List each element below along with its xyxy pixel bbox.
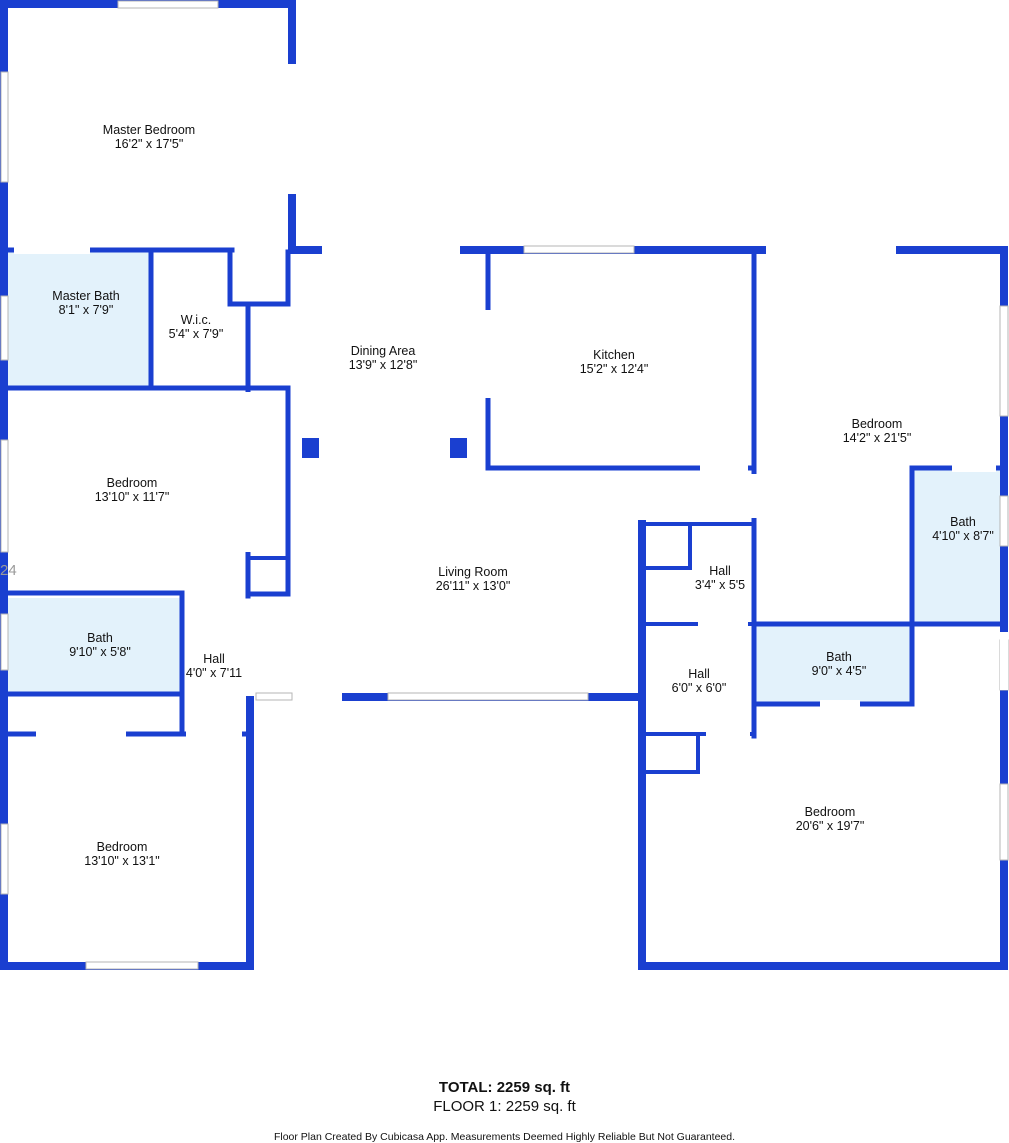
room-size: 13'10" x 11'7" <box>94 490 170 504</box>
room-bath-left: Bath 9'10" x 5'8" <box>69 631 131 659</box>
room-size: 13'10" x 13'1" <box>84 854 160 868</box>
doorway <box>288 64 298 194</box>
bath-left-fill <box>8 598 180 692</box>
room-bath-right-top: Bath 4'10" x 8'7" <box>932 515 994 543</box>
doorway <box>706 730 750 738</box>
doorway <box>186 730 242 738</box>
window <box>523 245 635 254</box>
room-size: 3'4" x 5'5 <box>694 578 746 592</box>
room-size: 20'6" x 19'7" <box>795 819 865 833</box>
room-kitchen: Kitchen 15'2" x 12'4" <box>580 348 649 376</box>
edge-mark: 24 <box>0 562 17 579</box>
bath-fills <box>8 252 1000 702</box>
room-size: 15'2" x 12'4" <box>579 362 649 376</box>
window <box>255 692 293 701</box>
room-bedroom-right-bottom: Bedroom 20'6" x 19'7" <box>796 805 865 833</box>
window <box>0 71 9 183</box>
bath-right-top-fill <box>914 470 1000 622</box>
room-name: W.i.c. <box>180 313 212 327</box>
room-name: Bedroom <box>96 840 148 854</box>
room-size: 4'10" x 8'7" <box>932 529 994 543</box>
window <box>85 961 199 970</box>
window <box>0 295 9 361</box>
window <box>0 613 9 671</box>
doorways <box>14 64 1008 738</box>
room-dining-area: Dining Area 13'9" x 12'8" <box>349 344 418 372</box>
room-hall-left: Hall 4'0" x 7'11 <box>186 652 242 680</box>
doorway <box>698 620 748 628</box>
window <box>387 692 589 701</box>
doorway <box>952 464 996 472</box>
wall-right-top <box>896 246 1008 970</box>
doorway <box>1000 632 1008 690</box>
window <box>999 495 1009 547</box>
credit-note: Floor Plan Created By Cubicasa App. Meas… <box>273 1131 736 1143</box>
doorway <box>820 700 860 708</box>
window <box>0 439 9 553</box>
floor-area: FLOOR 1: 2259 sq. ft <box>433 1098 576 1115</box>
master-bath-fill <box>8 252 150 386</box>
doorway <box>750 474 758 518</box>
room-name: Bedroom <box>851 417 903 431</box>
room-name: Hall <box>688 667 710 681</box>
room-name: Bath <box>950 515 976 529</box>
doorway <box>485 310 493 398</box>
room-bedroom-left-mid: Bedroom 13'10" x 11'7" <box>95 476 170 504</box>
room-hall-center-top: Hall 3'4" x 5'5 <box>695 564 745 592</box>
room-hall-center-bottom: Hall 6'0" x 6'0" <box>672 667 727 695</box>
wall-bath-right-mid <box>753 621 915 707</box>
room-size: 26'11" x 13'0" <box>435 579 511 593</box>
room-name: Master Bath <box>52 289 120 303</box>
room-name: Bedroom <box>804 805 856 819</box>
room-size: 16'2" x 17'5" <box>114 137 184 151</box>
room-size: 6'0" x 6'0" <box>671 681 727 695</box>
room-name: Hall <box>203 652 225 666</box>
window <box>117 0 219 9</box>
wall-bedroom-mid-right <box>247 385 291 597</box>
room-name: Hall <box>709 564 731 578</box>
room-size: 8'1" x 7'9" <box>58 303 114 317</box>
floor-plan <box>0 0 1009 970</box>
room-wic: W.i.c. 5'4" x 7'9" <box>169 313 224 341</box>
room-size: 4'0" x 7'11 <box>185 666 243 680</box>
doorway <box>14 246 90 254</box>
wall-bottom-left <box>0 696 254 970</box>
room-name: Bath <box>826 650 852 664</box>
room-size: 9'10" x 5'8" <box>69 645 131 659</box>
room-name: Living Room <box>438 565 508 579</box>
room-size: 13'9" x 12'8" <box>348 358 418 372</box>
wall-closet <box>227 249 291 307</box>
window <box>999 783 1009 861</box>
room-name: Bedroom <box>106 476 158 490</box>
wall-hall-closet <box>642 522 692 570</box>
doorway <box>36 730 126 738</box>
room-size: 14'2" x 21'5" <box>842 431 912 445</box>
room-master-bath: Master Bath 8'1" x 7'9" <box>52 289 119 317</box>
room-name: Kitchen <box>593 348 635 362</box>
room-name: Dining Area <box>350 344 416 358</box>
bath-right-mid-fill <box>756 626 912 702</box>
window <box>999 305 1009 417</box>
wall-right-bottom <box>638 520 1008 970</box>
doorway <box>245 392 253 552</box>
room-name: Master Bedroom <box>102 123 196 137</box>
room-master-bedroom: Master Bedroom 16'2" x 17'5" <box>103 123 195 151</box>
room-bedroom-right-top: Bedroom 14'2" x 21'5" <box>843 417 912 445</box>
window <box>0 823 9 895</box>
column-left <box>302 438 319 458</box>
doorway <box>186 589 242 597</box>
room-name: Bath <box>87 631 113 645</box>
column-right <box>450 438 467 458</box>
room-living-room: Living Room 26'11" x 13'0" <box>436 565 511 593</box>
room-size: 9'0" x 4'5" <box>811 664 867 678</box>
total-area: TOTAL: 2259 sq. ft <box>438 1079 571 1096</box>
wall-small-closet <box>642 734 700 774</box>
room-bedroom-left-bottom: Bedroom 13'10" x 13'1" <box>84 840 160 868</box>
room-size: 5'4" x 7'9" <box>168 327 224 341</box>
room-bath-right-mid: Bath 9'0" x 4'5" <box>812 650 867 678</box>
doorway <box>700 464 748 472</box>
